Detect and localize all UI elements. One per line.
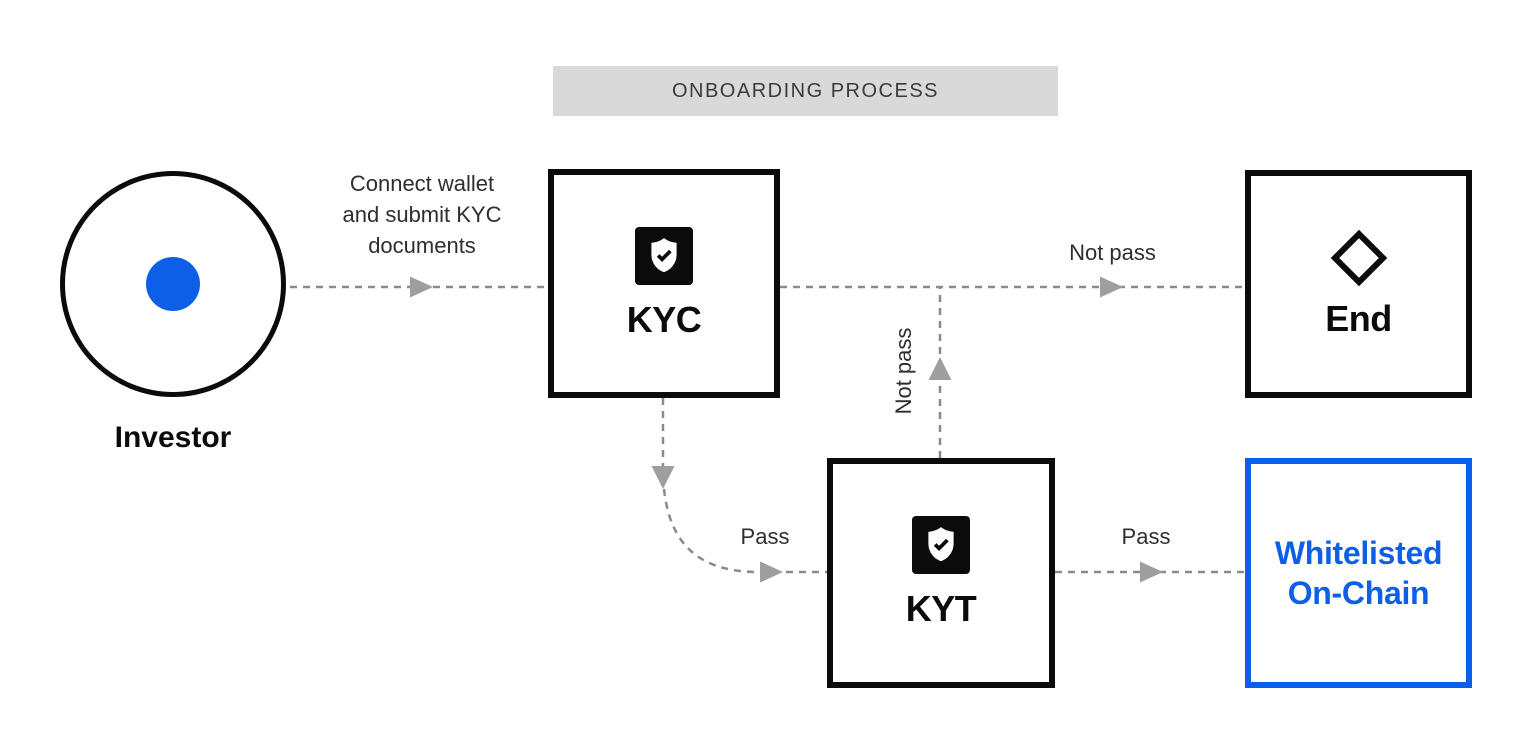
node-kyt-label: KYT xyxy=(905,588,977,629)
node-kyt: KYT xyxy=(827,458,1055,688)
shield-check-icon xyxy=(635,226,693,285)
edge-kyt-to-junction xyxy=(928,287,952,458)
node-whitelisted-on-chain: Whitelisted On-Chain xyxy=(1245,458,1472,688)
edge-kyc-to-end xyxy=(780,276,1245,298)
edge-label-pass-right: Pass xyxy=(1121,524,1171,549)
edge-label-pass-left: Pass xyxy=(740,524,790,549)
node-end-label: End xyxy=(1325,298,1392,339)
shield-check-icon xyxy=(912,516,970,574)
edge-kyt-to-whitelisted xyxy=(1055,561,1245,583)
diamond-icon xyxy=(1330,229,1387,287)
edge-kyc-to-kyt xyxy=(651,398,827,583)
diagram-title-banner: ONBOARDING PROCESS xyxy=(553,66,1058,116)
node-investor-label: Investor xyxy=(114,421,232,454)
arrow-right-icon xyxy=(760,561,783,583)
node-investor xyxy=(60,171,286,397)
edge-investor-to-kyc xyxy=(290,276,548,298)
arrow-down-icon xyxy=(651,466,675,489)
node-end: End xyxy=(1245,170,1472,398)
diagram-title: ONBOARDING PROCESS xyxy=(671,79,940,102)
node-kyc-label: KYC xyxy=(626,298,702,340)
arrow-right-icon xyxy=(1140,561,1163,583)
edge-label-not-pass-vertical: Not pass xyxy=(891,327,916,415)
arrow-up-icon xyxy=(928,357,952,380)
node-kyc: KYC xyxy=(548,169,780,398)
edge-label-connect-wallet: Connect wallet and submit KYC documents xyxy=(342,171,502,258)
node-whitelisted-label: Whitelisted On-Chain xyxy=(1274,535,1443,611)
arrow-right-icon xyxy=(1100,276,1123,298)
dot-icon xyxy=(146,257,200,311)
arrow-right-icon xyxy=(410,276,433,298)
edge-label-not-pass-top: Not pass xyxy=(1069,240,1156,265)
